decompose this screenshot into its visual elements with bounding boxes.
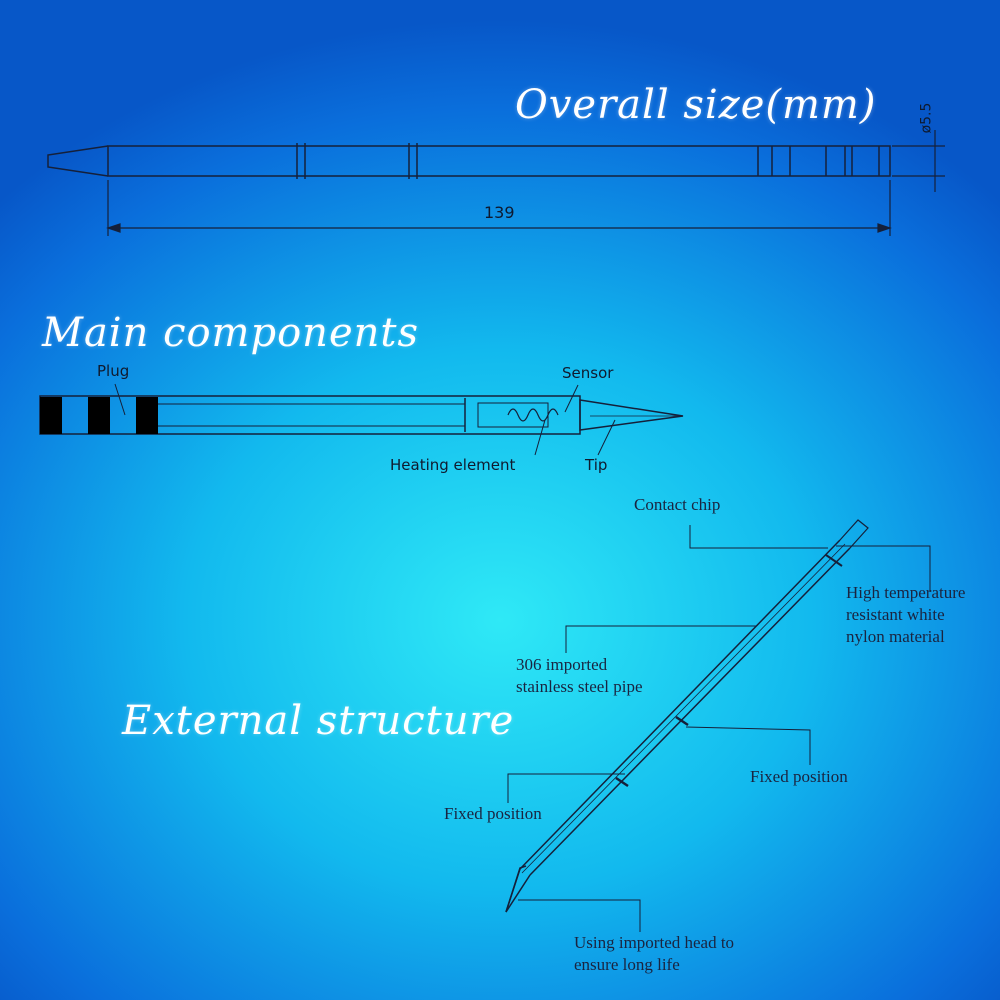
sensor-label: Sensor (562, 364, 614, 382)
fixed-position-right-label: Fixed position (750, 767, 848, 786)
heating-element-label: Heating element (390, 456, 516, 474)
nylon-material-label: High temperature resistant white nylon m… (846, 582, 965, 648)
nylon-line-1: High temperature (846, 583, 966, 602)
length-dimension-line (106, 180, 892, 236)
components-cutaway (39, 395, 684, 435)
diameter-dimension-line (892, 130, 945, 192)
imported-head-label: Using imported head to ensure long life (574, 932, 734, 976)
nylon-line-3: nylon material (846, 627, 945, 646)
nylon-line-2: resistant white (846, 605, 945, 624)
external-structure-title: External structure (122, 698, 515, 744)
overall-size-title: Overall size(mm) (515, 82, 877, 128)
diameter-dimension-label: ø5.5 (918, 102, 935, 134)
steel-pipe-label: 306 imported stainless steel pipe (516, 654, 643, 698)
plug-label: Plug (97, 362, 130, 380)
external-leader-lines (507, 525, 931, 932)
external-tip-body (505, 519, 869, 913)
overall-tip-outline (47, 143, 891, 179)
main-components-title: Main components (42, 310, 419, 356)
steel-pipe-line-1: 306 imported (516, 655, 608, 674)
contact-chip-label: Contact chip (634, 495, 721, 514)
plug-bands (40, 397, 158, 434)
length-dimension-label: 139 (484, 203, 515, 222)
head-line-2: ensure long life (574, 955, 680, 974)
component-leader-lines (114, 383, 616, 456)
fixed-position-left-label: Fixed position (444, 804, 542, 823)
head-line-1: Using imported head to (574, 933, 735, 952)
steel-pipe-line-2: stainless steel pipe (516, 677, 643, 696)
tip-label: Tip (585, 456, 608, 474)
